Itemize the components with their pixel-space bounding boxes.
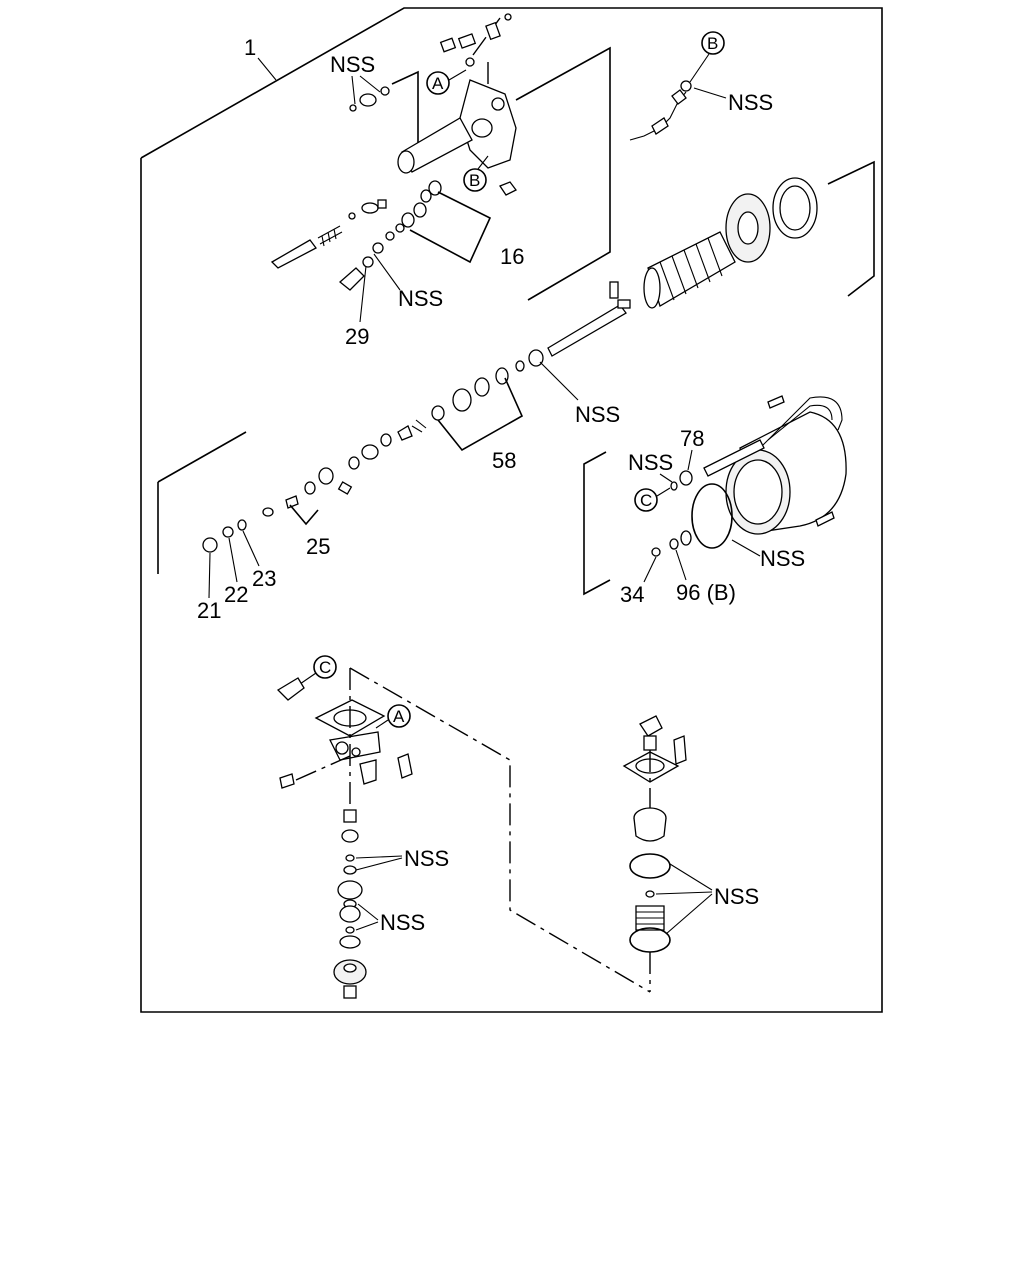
piston-group: NSS 58 25 21 22 23 [157, 349, 620, 623]
nss-label-oring: NSS [760, 546, 805, 571]
ref-a-lower: A [393, 707, 405, 726]
callout-29-text: 29 [345, 324, 369, 349]
lower-right-valve-group: NSS [622, 715, 759, 992]
callout-16-text: 16 [500, 244, 524, 269]
callout-58-text: 58 [492, 448, 516, 473]
callout-1-text: 1 [244, 35, 256, 60]
callout-22-text: 22 [224, 582, 248, 607]
callout-34-text: 34 [620, 582, 644, 607]
nss-label-stack-2: NSS [380, 910, 425, 935]
ref-c-cylinder: C [640, 491, 652, 510]
callouts-upper: NSS 16 NSS 29 A B [330, 52, 524, 349]
callout-21-text: 21 [197, 598, 221, 623]
callout-78-text: 78 [680, 426, 704, 451]
boot-group [547, 160, 875, 357]
assembly-frame [140, 7, 883, 1013]
nss-label-stack-1: NSS [404, 846, 449, 871]
sensor-wire-group: B NSS [629, 31, 773, 141]
lower-left-valve-group: C A NSS NSS [276, 655, 651, 999]
callout-23-text: 23 [252, 566, 276, 591]
nss-label-cyl-top: NSS [628, 450, 673, 475]
nss-label-piston: NSS [575, 402, 620, 427]
callout-96-text: 96 (B) [676, 580, 736, 605]
callout-assembly-1: 1 [244, 35, 277, 81]
ref-b-wire: B [707, 34, 718, 53]
nss-label-wire: NSS [728, 90, 773, 115]
callout-25-text: 25 [306, 534, 330, 559]
ref-b-upper: B [469, 171, 480, 190]
ref-a-upper: A [432, 74, 444, 93]
power-cylinder-group: 78 NSS C NSS 34 96 (B) [583, 395, 847, 607]
upper-valve-group [270, 13, 611, 301]
ref-c-lower: C [319, 658, 331, 677]
nss-label-2: NSS [398, 286, 443, 311]
nss-label-lower-right: NSS [714, 884, 759, 909]
nss-label-1: NSS [330, 52, 375, 77]
